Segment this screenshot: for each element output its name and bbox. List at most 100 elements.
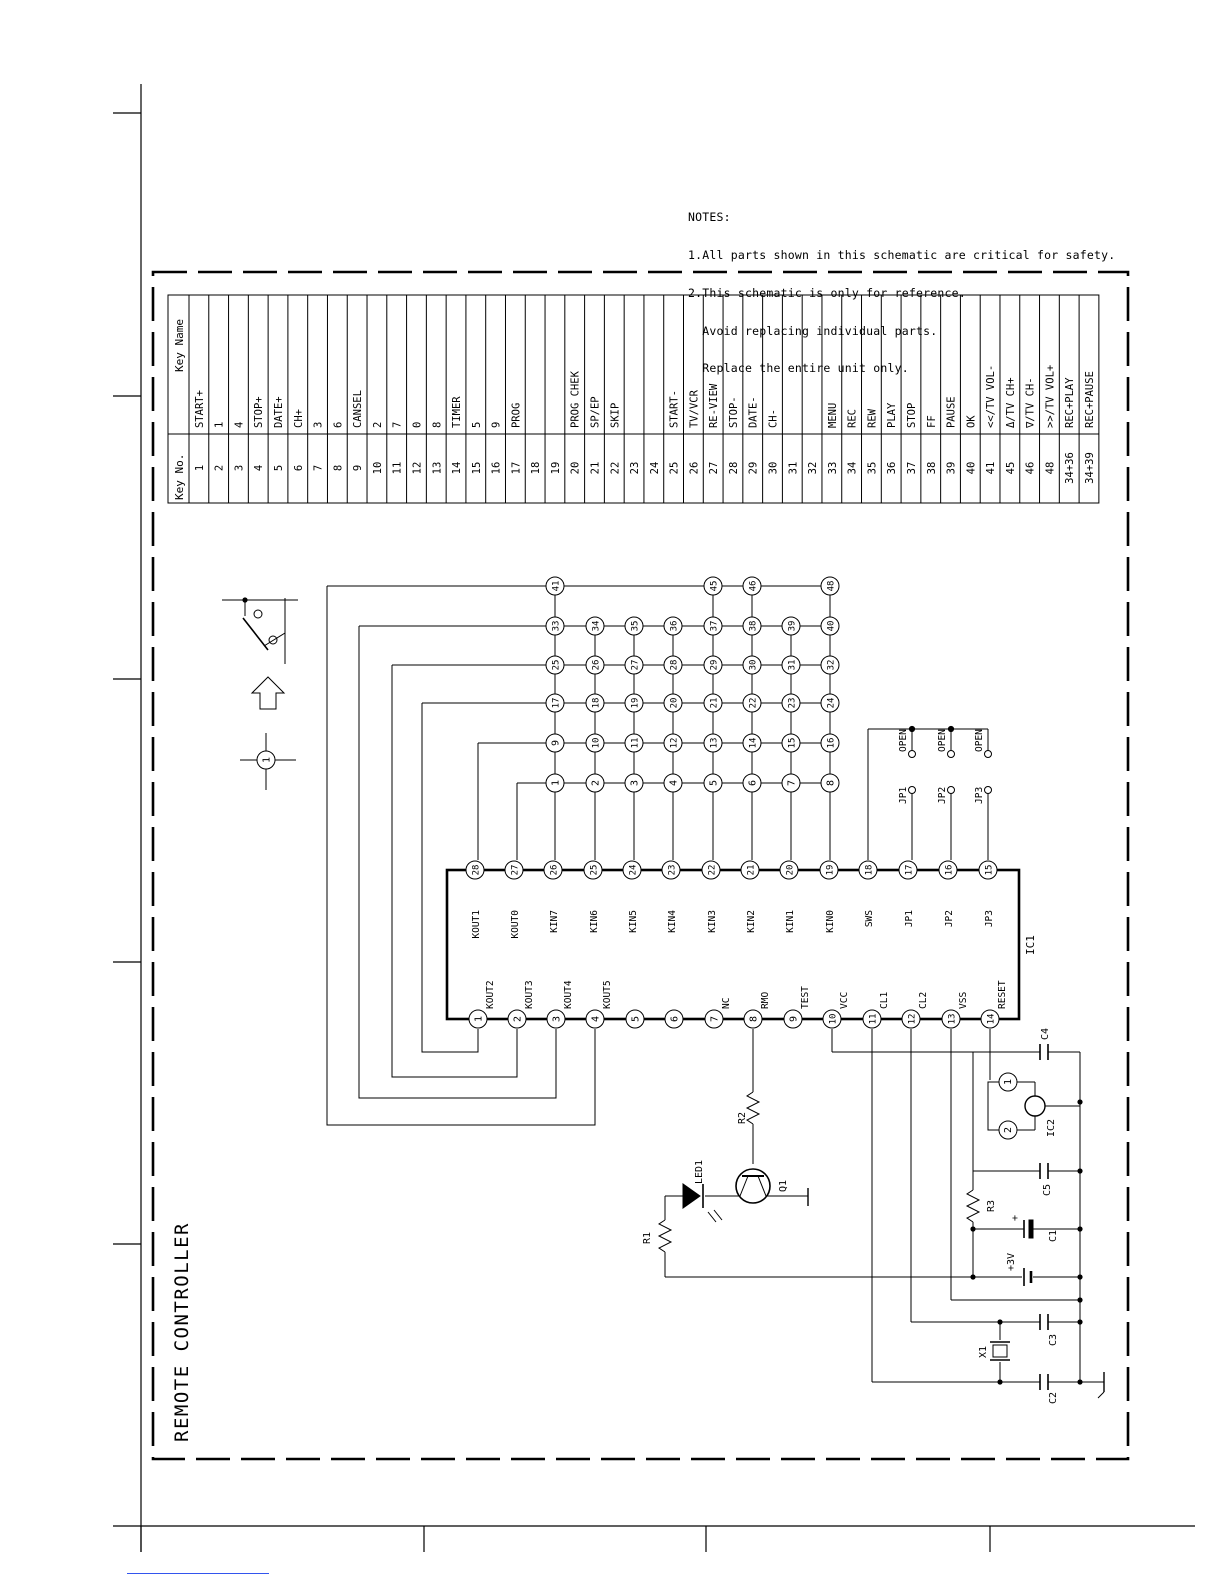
note-line-2: 2.This schematic is only for reference.	[688, 285, 966, 300]
key-name-cell: SP/EP	[589, 396, 601, 428]
q1-collector	[739, 1175, 749, 1197]
matrix-key	[781, 655, 801, 675]
c1-plate	[1028, 1219, 1034, 1239]
key-number-cell: 46	[1025, 462, 1037, 475]
ic1-top-pin	[504, 860, 524, 880]
matrix-key-label: 36	[670, 621, 680, 632]
key-name-cell: Δ/TV CH+	[1005, 377, 1017, 428]
ic1-pin-name: KOUT3	[524, 980, 535, 1009]
key-name-cell: 7	[392, 422, 404, 428]
ic1-bottom-pin	[980, 1009, 1000, 1029]
ic1-bottom-pin-label: 5	[631, 1016, 642, 1022]
ic1-top-pin	[819, 860, 839, 880]
matrix-key	[624, 773, 644, 793]
key-name-cell: 4	[233, 422, 245, 428]
key-number-cell: 29	[748, 462, 760, 475]
matrix-key-label: 4	[669, 780, 680, 786]
key-number-cell: 35	[866, 462, 878, 475]
ic1-top-pin-label: 18	[865, 865, 875, 876]
r3-resistor	[965, 1189, 981, 1223]
ic1-top-pin	[898, 860, 918, 880]
ic1-bottom-pin	[901, 1009, 921, 1029]
matrix-key-label: 20	[670, 698, 680, 709]
ic1-top-pin-label: 24	[629, 865, 639, 876]
ic1-bottom-pin	[783, 1009, 803, 1029]
matrix-key	[820, 773, 840, 793]
ic1-bottom-pin-label: 10	[829, 1014, 839, 1025]
led1-ray	[707, 1211, 717, 1223]
note-line-4: Replace the entire unit only.	[688, 361, 909, 376]
matrix-key	[703, 616, 723, 636]
matrix-key	[663, 733, 683, 753]
key-number-cell: 28	[728, 462, 740, 475]
matrix-key-label: 18	[592, 698, 602, 709]
matrix-key	[781, 693, 801, 713]
key-number-cell: 5	[273, 465, 285, 471]
matrix-key	[742, 733, 762, 753]
matrix-key-label: 11	[631, 738, 641, 749]
junction-dot	[997, 1319, 1003, 1325]
matrix-key-label: 8	[826, 780, 837, 786]
ic1-bottom-pin-label: 6	[670, 1016, 681, 1022]
matrix-key-label: 40	[827, 621, 837, 632]
ic1-pin-name: KOUT5	[602, 980, 613, 1009]
ic1-bottom-pin-label: 12	[908, 1014, 918, 1025]
key-number-cell: 34	[847, 462, 859, 475]
matrix-key-label: 39	[788, 621, 798, 632]
jumper-label: JP2	[937, 787, 948, 804]
q1-label: Q1	[778, 1180, 789, 1192]
matrix-key	[545, 616, 565, 636]
c2-label: C2	[1048, 1392, 1059, 1404]
key-number-cell: 27	[708, 462, 720, 475]
ic1-pin-name: JP2	[944, 910, 955, 927]
ic1-top-pin	[938, 860, 958, 880]
key-name-cell: PROG	[510, 403, 522, 428]
matrix-key	[545, 576, 565, 596]
legend-key-symbol	[256, 750, 276, 770]
key-name-cell: DATE+	[273, 396, 285, 428]
key-number-cell: 9	[352, 465, 364, 471]
ic2-label: IC2	[1046, 1119, 1057, 1137]
key-number-cell: 37	[906, 462, 918, 475]
matrix-key	[585, 616, 605, 636]
ic1-top-pin-label: 20	[786, 865, 796, 876]
key-name-cell: REC+PLAY	[1064, 377, 1076, 428]
ic1-top-pin-label: 22	[708, 865, 718, 876]
key-name-cell: 5	[471, 422, 483, 428]
ic1-bottom-pin-label: 7	[710, 1016, 721, 1022]
key-name-cell: START+	[194, 390, 206, 428]
ic1-top-pin	[622, 860, 642, 880]
matrix-key	[703, 576, 723, 596]
ic1-top-pin	[978, 860, 998, 880]
ic1-pin-name: KIN6	[589, 910, 600, 933]
wire	[391, 665, 518, 1078]
ic1-bottom-pin	[664, 1009, 684, 1029]
ic1-pin-name: SWS	[864, 910, 875, 927]
ic1-pin-name: KIN5	[628, 910, 639, 933]
key-table: Key No.Key Name1START+21344STOP+5DATE+6C…	[167, 294, 1100, 504]
c3-label: C3	[1048, 1334, 1059, 1346]
ic1-bottom-pin	[822, 1009, 842, 1029]
key-number-cell: 10	[372, 462, 384, 475]
key-number-cell: 7	[313, 465, 325, 471]
matrix-key-label: 48	[827, 581, 837, 592]
matrix-key	[703, 655, 723, 675]
key-name-cell: START-	[669, 390, 681, 428]
ic1-pin-name: KIN1	[785, 910, 796, 933]
matrix-key-label: 24	[827, 698, 837, 709]
matrix-key-label: 21	[710, 698, 720, 709]
ic1-top-pin	[701, 860, 721, 880]
ic1-top-pin	[661, 860, 681, 880]
ic1-bottom-pin	[468, 1009, 488, 1029]
r2-label: R2	[737, 1112, 748, 1124]
ic1-pin-name: KIN3	[707, 910, 718, 933]
ic1-pin-name: JP1	[904, 910, 915, 927]
matrix-key-label: 9	[551, 740, 562, 746]
ic1-bottom-pin-label: 14	[987, 1014, 997, 1025]
ic1-pin-name: RESET	[997, 980, 1008, 1009]
ic1-top-pin-label: 23	[668, 865, 678, 876]
